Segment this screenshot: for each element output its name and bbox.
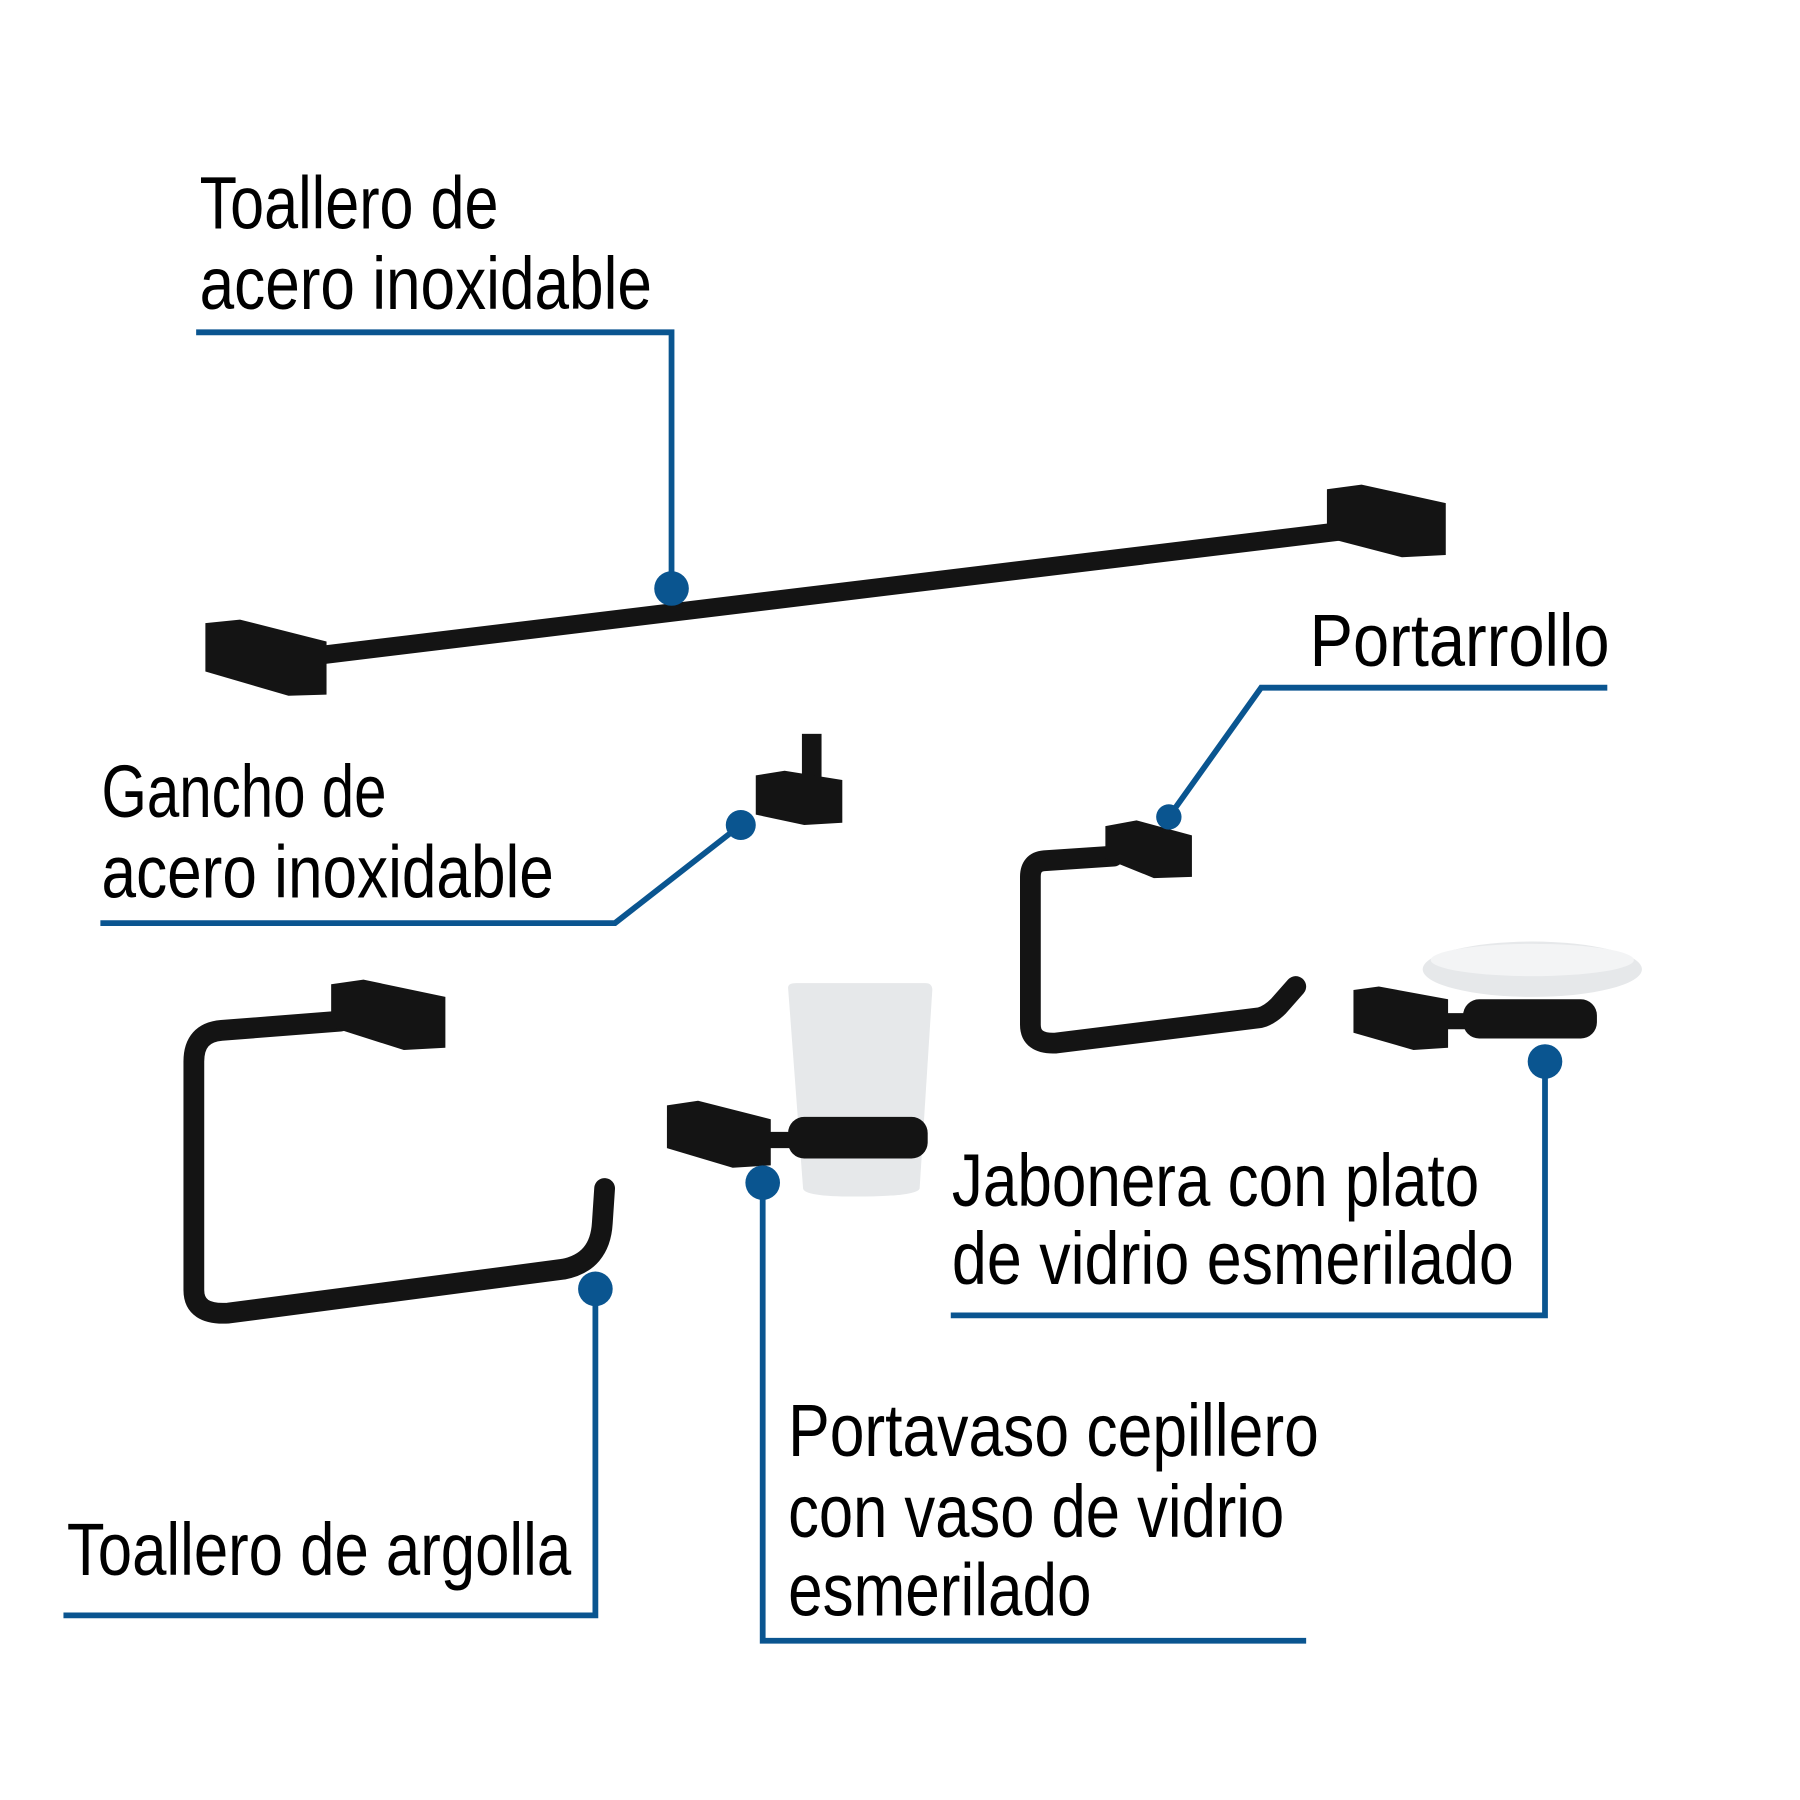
soap-dish-product xyxy=(1353,941,1642,1050)
hook-marker xyxy=(725,810,756,840)
towel-ring-label: Toallero de argolla xyxy=(67,1508,572,1591)
soap-dish-marker xyxy=(1527,1044,1563,1079)
hook-label-line1: Gancho de xyxy=(102,750,387,833)
toilet-roll-holder-product xyxy=(1019,820,1307,1054)
towel-bar-product xyxy=(205,484,1446,696)
towel-bar-marker xyxy=(654,571,689,606)
soap-dish-leader xyxy=(950,1061,1548,1319)
tumbler-holder-label-line3: esmerilado xyxy=(788,1548,1091,1631)
towel-bar-label-line2: acero inoxidable xyxy=(200,242,652,325)
tumbler-holder-product xyxy=(666,983,933,1197)
hook-product xyxy=(755,733,843,825)
hook-leader xyxy=(100,822,743,926)
towel-ring-leader xyxy=(63,1288,599,1619)
tumbler-holder-label-line1: Portavaso cepillero xyxy=(788,1389,1319,1472)
hook-label-line2: acero inoxidable xyxy=(102,831,554,914)
soap-dish-label-line2: de vidrio esmerilado xyxy=(952,1217,1514,1300)
toilet-roll-holder-leader xyxy=(1166,684,1608,819)
tumbler-holder-leader xyxy=(759,1182,1307,1644)
tumbler-holder-label-line2: con vaso de vidrio xyxy=(788,1470,1284,1553)
towel-bar-label-line1: Toallero de xyxy=(200,161,499,244)
towel-bar-leader xyxy=(196,329,675,589)
towel-ring-marker xyxy=(578,1271,613,1307)
towel-ring-product xyxy=(183,979,615,1324)
soap-dish-label-line1: Jabonera con plato xyxy=(952,1139,1479,1222)
toilet-roll-holder-marker xyxy=(1156,804,1182,830)
tumbler-holder-marker xyxy=(745,1165,780,1200)
toilet-roll-holder-label: Portarrollo xyxy=(1310,599,1610,682)
